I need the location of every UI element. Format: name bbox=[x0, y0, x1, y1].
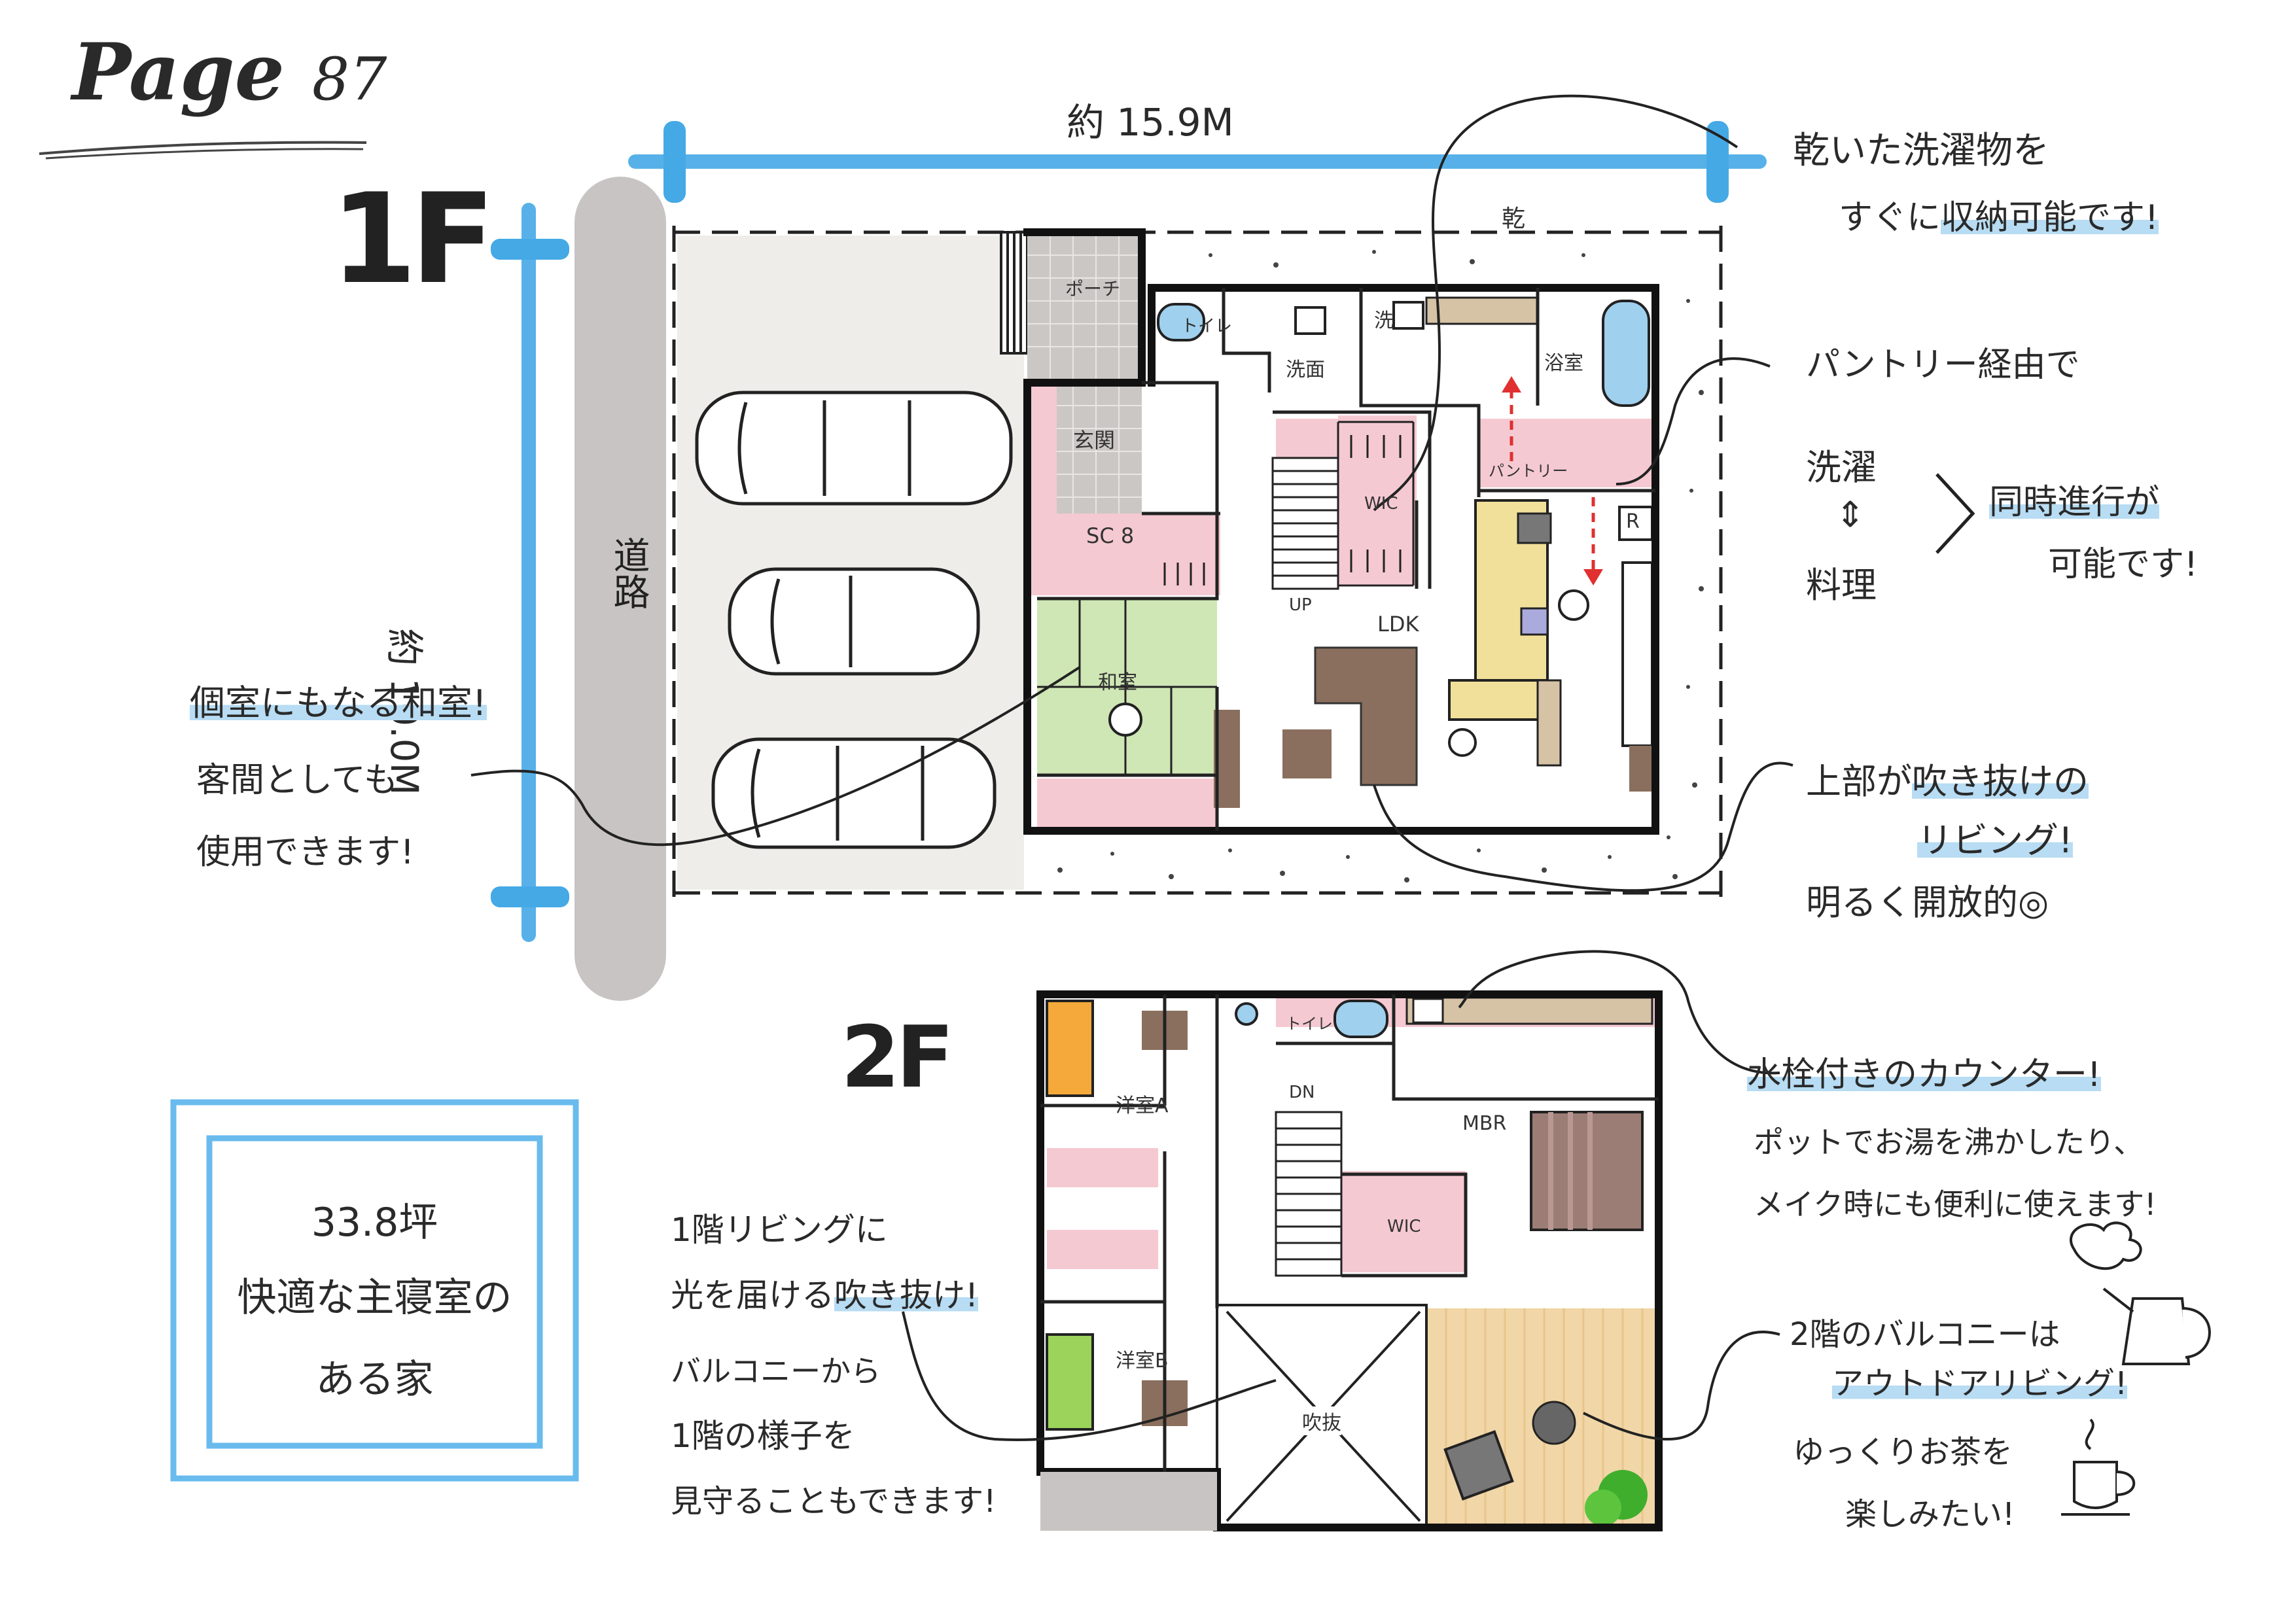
note-pantry-line1: パントリー経由で bbox=[1806, 345, 2080, 385]
room-dry: 乾 bbox=[1502, 205, 1526, 232]
note-void-line4: 1階の様子を bbox=[671, 1417, 855, 1455]
note-pantry-wash: 洗濯 bbox=[1806, 447, 1877, 488]
summary-line1: 快適な主寝室の bbox=[237, 1275, 512, 1321]
note-living-line2: リビング! bbox=[1917, 811, 2073, 863]
stairs-dn-label: DN bbox=[1289, 1083, 1315, 1102]
note-living-line2-hl: リビング! bbox=[1917, 820, 2073, 861]
room-wic-2f: WIC bbox=[1387, 1217, 1421, 1236]
floor-1f-label: 1F bbox=[330, 167, 495, 311]
note-pantry-line2: 同時進行が bbox=[1989, 474, 2160, 523]
room-toilet-1f: トイレ bbox=[1181, 317, 1233, 336]
note-laundry-line2-hl: 収納可能です! bbox=[1941, 198, 2159, 237]
note-pantry-arrow: ⇕ bbox=[1835, 494, 1865, 535]
note-balcony-line2-hl: アウトドアリビング! bbox=[1832, 1365, 2128, 1402]
note-void-line1: 1階リビングに bbox=[671, 1211, 888, 1249]
room-mbr: MBR bbox=[1462, 1112, 1507, 1135]
note-balcony-line4: 楽しみたい! bbox=[1845, 1496, 2015, 1533]
balcony-chair bbox=[1443, 1430, 1514, 1501]
bed-b bbox=[1046, 1333, 1094, 1431]
summary-area: 33.8坪 bbox=[311, 1200, 438, 1246]
room-washroom: 洗面 bbox=[1286, 358, 1325, 381]
note-void-line5: 見守ることもできます! bbox=[671, 1483, 997, 1520]
room-fukinuke: 吹抜 bbox=[1302, 1406, 1341, 1435]
note-balcony-line1: 2階のバルコニーは bbox=[1790, 1316, 2060, 1353]
porch bbox=[1027, 232, 1142, 383]
stairs-2f bbox=[1275, 1111, 1343, 1277]
bathtub bbox=[1602, 300, 1650, 407]
room-ldk: LDK bbox=[1377, 612, 1419, 637]
room-bath: 浴室 bbox=[1544, 352, 1583, 375]
room-toilet-2f: トイレ bbox=[1286, 1015, 1333, 1033]
note-laundry-line2-pre: すぐに bbox=[1839, 198, 1941, 237]
room-youshitsu-a: 洋室A bbox=[1116, 1094, 1169, 1117]
note-counter-line3: メイク時にも便利に使えます! bbox=[1754, 1187, 2157, 1222]
note-counter-line1-hl: 水栓付きのカウンター! bbox=[1747, 1055, 2101, 1094]
note-void-line3: バルコニーから bbox=[671, 1353, 881, 1389]
coffee-table bbox=[1282, 729, 1332, 778]
page-prefix: Page bbox=[72, 26, 285, 118]
note-counter-line1: 水栓付きのカウンター! bbox=[1747, 1047, 2101, 1096]
note-balcony-line2: アウトドアリビング! bbox=[1832, 1357, 2128, 1403]
kettle-icon bbox=[2070, 1221, 2211, 1365]
note-washitsu-line2: 客間としても bbox=[196, 761, 398, 800]
room-laundry: 洗 bbox=[1374, 309, 1394, 332]
room-entrance: 玄関 bbox=[1073, 428, 1116, 453]
page-label: Page 87 bbox=[72, 26, 387, 118]
note-void-line2-pre: 光を届ける bbox=[671, 1276, 834, 1314]
bed-a bbox=[1046, 1000, 1094, 1097]
room-youshitsu-b: 洋室B bbox=[1116, 1350, 1169, 1372]
width-dimension bbox=[628, 121, 1767, 203]
brace-icon bbox=[1935, 473, 1975, 554]
note-living-line1-hl: 吹き抜けの bbox=[1912, 761, 2089, 802]
balcony-table bbox=[1532, 1401, 1576, 1445]
note-laundry-line1: 乾いた洗濯物を bbox=[1793, 130, 2049, 172]
bed-mbr bbox=[1530, 1111, 1644, 1231]
site-boundary bbox=[672, 226, 1723, 899]
cup-icon bbox=[2061, 1418, 2136, 1516]
note-washitsu-line3: 使用できます! bbox=[196, 833, 414, 872]
note-void-line2-hl: 吹き抜け! bbox=[834, 1276, 979, 1314]
road bbox=[574, 177, 666, 1001]
note-void-line2: 光を届ける吹き抜け! bbox=[671, 1269, 979, 1316]
room-washitsu: 和室 bbox=[1098, 671, 1137, 694]
note-living-line1-pre: 上部が bbox=[1806, 761, 1912, 802]
room-porch: ポーチ bbox=[1065, 278, 1121, 300]
page-number: 87 bbox=[311, 45, 387, 114]
note-washitsu-line1-hl: 個室にもなる和室! bbox=[190, 682, 487, 724]
width-dimension-label: 約 15.9M bbox=[1067, 100, 1234, 145]
note-counter-line2: ポットでお湯を沸かしたり、 bbox=[1754, 1125, 2144, 1160]
note-washitsu-line1: 個室にもなる和室! bbox=[190, 674, 487, 725]
depth-dimension bbox=[491, 203, 569, 942]
car-3 bbox=[711, 737, 997, 849]
car-1 bbox=[695, 391, 1013, 506]
room-sc: SC 8 bbox=[1086, 523, 1135, 548]
stairs-1f bbox=[1271, 457, 1339, 590]
note-pantry-line2-hl: 同時進行が bbox=[1989, 483, 2160, 522]
note-living-line1: 上部が吹き抜けの bbox=[1806, 752, 2089, 804]
note-living-line3: 明るく開放的◎ bbox=[1806, 882, 2049, 923]
room-fridge: R bbox=[1626, 510, 1640, 533]
walls-1f bbox=[1023, 228, 1659, 835]
road-label: 道路 bbox=[607, 536, 650, 610]
summary-line2: ある家 bbox=[315, 1357, 434, 1403]
car-2 bbox=[728, 567, 980, 676]
porch-steps bbox=[1000, 231, 1029, 355]
summary-frame bbox=[170, 1099, 579, 1482]
stairs-up-label: UP bbox=[1289, 595, 1312, 615]
room-pantry: パントリー bbox=[1489, 462, 1568, 480]
note-pantry-line3: 可能です! bbox=[2048, 545, 2198, 584]
floor-2f-label: 2F bbox=[841, 1007, 954, 1107]
note-balcony-line3: ゆっくりお茶を bbox=[1793, 1434, 2013, 1471]
note-laundry-line2: すぐに収納可能です! bbox=[1839, 190, 2159, 239]
note-pantry-cook: 料理 bbox=[1806, 565, 1877, 606]
sofa bbox=[1314, 646, 1418, 786]
toilet-1f bbox=[1157, 303, 1205, 341]
room-wic-1f: WIC bbox=[1364, 494, 1398, 514]
